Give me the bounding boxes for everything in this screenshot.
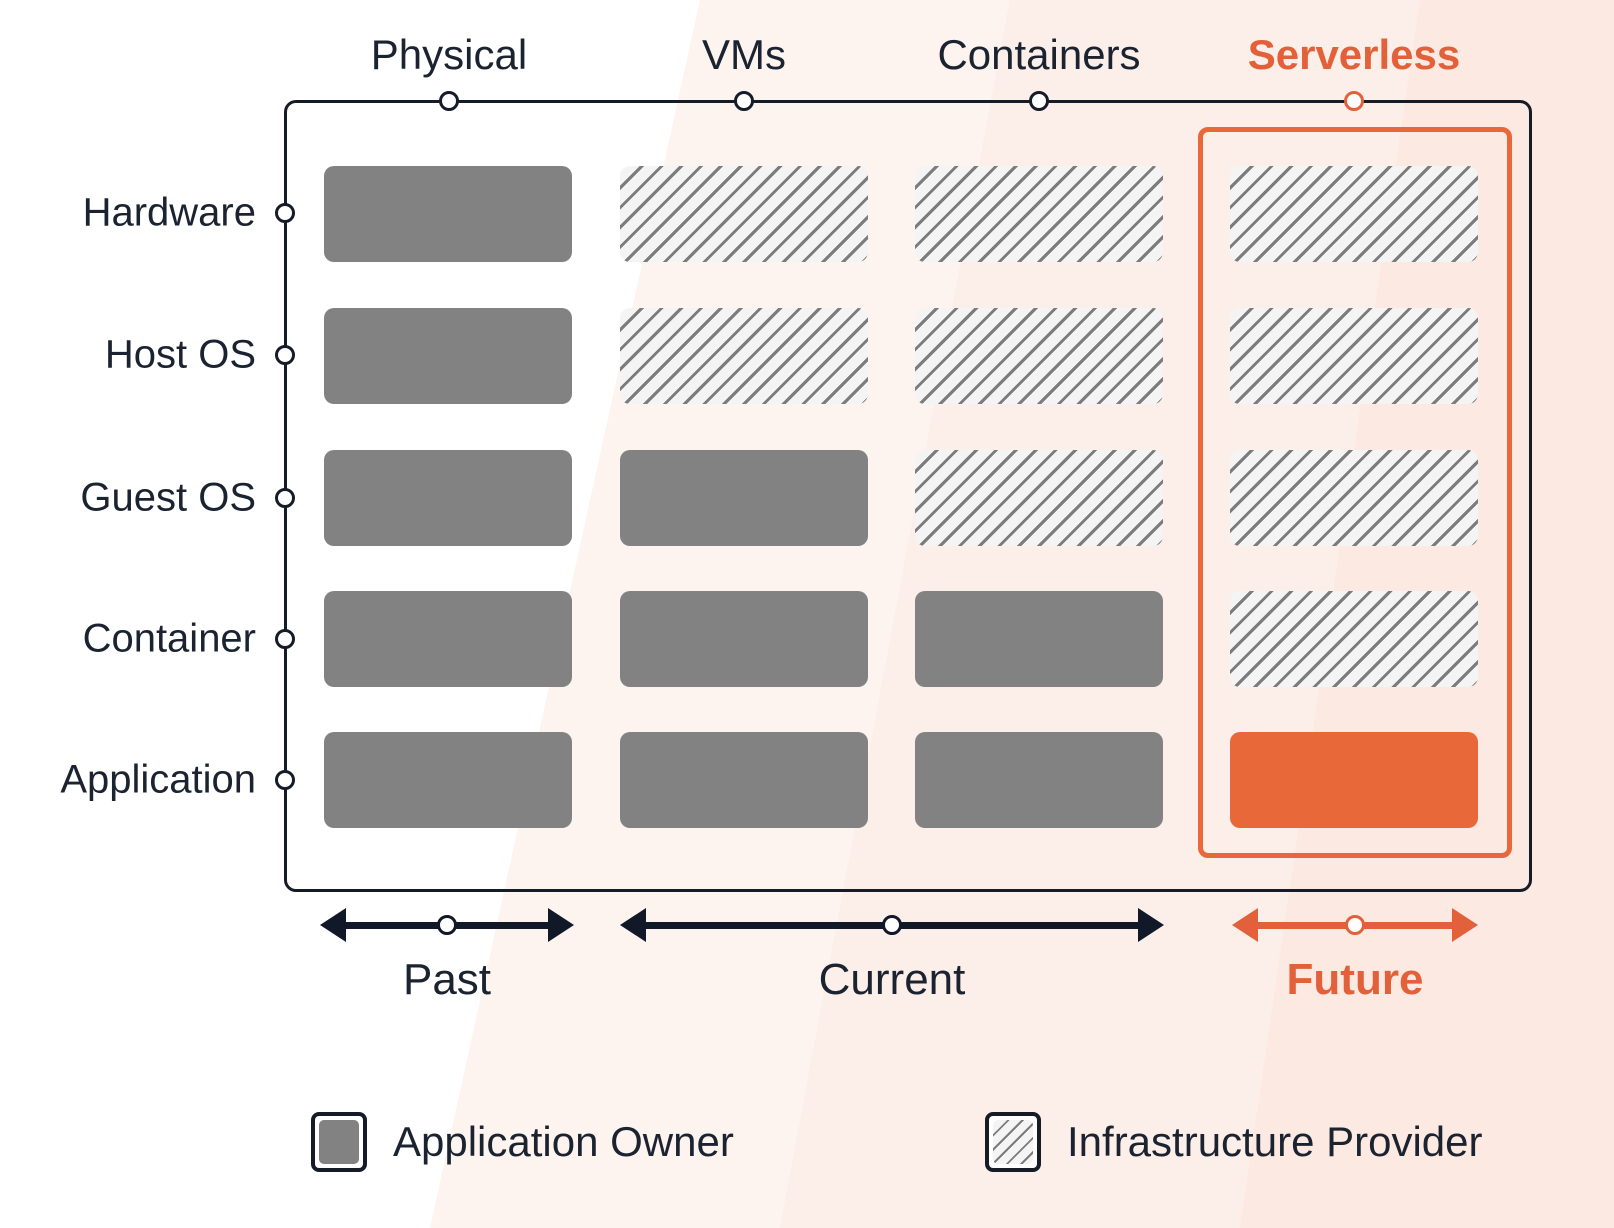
row-label-container: Container bbox=[82, 616, 256, 661]
timeline-label-future: Future bbox=[1286, 955, 1424, 1004]
legend-swatch-fill-provider bbox=[993, 1120, 1033, 1164]
cell-physical-container bbox=[324, 591, 572, 687]
legend-label-infrastructure-provider: Infrastructure Provider bbox=[1067, 1118, 1483, 1165]
legend-item-application-owner: Application Owner bbox=[311, 1112, 734, 1172]
cell-physical-application bbox=[324, 732, 572, 828]
cell-vms-host-os bbox=[620, 308, 868, 404]
column-node-vms bbox=[734, 91, 754, 111]
timeline-node-past bbox=[437, 915, 457, 935]
timeline-label-past: Past bbox=[402, 955, 492, 1004]
row-label-guest-os: Guest OS bbox=[80, 475, 256, 520]
cell-containers-guest-os bbox=[915, 450, 1163, 546]
timeline-node-current bbox=[882, 915, 902, 935]
row-node-host-os bbox=[275, 345, 295, 365]
column-header-serverless: Serverless bbox=[1247, 31, 1461, 78]
serverless-highlight[interactable] bbox=[1198, 127, 1512, 858]
column-header-vms: VMs bbox=[702, 31, 786, 78]
column-header-physical: Physical bbox=[370, 31, 528, 78]
timeline-node-future bbox=[1345, 915, 1365, 935]
cell-vms-container bbox=[620, 591, 868, 687]
cell-physical-hardware bbox=[324, 166, 572, 262]
row-label-host-os: Host OS bbox=[104, 332, 256, 377]
timeline-label-current: Current bbox=[818, 955, 966, 1004]
legend-swatch-fill-owner bbox=[319, 1120, 359, 1164]
arrow-head-right-icon bbox=[1452, 908, 1478, 942]
cell-physical-guest-os bbox=[324, 450, 572, 546]
column-node-serverless bbox=[1344, 91, 1364, 111]
arrow-head-right-icon bbox=[548, 908, 574, 942]
row-node-guest-os bbox=[275, 488, 295, 508]
cell-containers-host-os bbox=[915, 308, 1163, 404]
legend-label-application-owner: Application Owner bbox=[393, 1118, 734, 1165]
column-node-containers bbox=[1029, 91, 1049, 111]
legend-swatch-infrastructure-provider bbox=[985, 1112, 1041, 1172]
timeline-arrow-future bbox=[1232, 905, 1478, 945]
legend-swatch-application-owner bbox=[311, 1112, 367, 1172]
row-label-hardware: Hardware bbox=[82, 190, 256, 235]
arrow-head-right-icon bbox=[1138, 908, 1164, 942]
column-node-physical bbox=[439, 91, 459, 111]
row-node-application bbox=[275, 770, 295, 790]
row-node-hardware bbox=[275, 203, 295, 223]
row-node-container bbox=[275, 629, 295, 649]
cell-vms-hardware bbox=[620, 166, 868, 262]
cell-vms-application bbox=[620, 732, 868, 828]
column-header-containers: Containers bbox=[937, 31, 1141, 78]
cell-containers-hardware bbox=[915, 166, 1163, 262]
timeline-arrow-past bbox=[320, 905, 574, 945]
cell-physical-host-os bbox=[324, 308, 572, 404]
cell-containers-container bbox=[915, 591, 1163, 687]
timeline-arrow-current bbox=[620, 905, 1164, 945]
row-label-application: Application bbox=[60, 757, 256, 802]
cell-vms-guest-os bbox=[620, 450, 868, 546]
cell-containers-application bbox=[915, 732, 1163, 828]
legend-item-infrastructure-provider: Infrastructure Provider bbox=[985, 1112, 1483, 1172]
